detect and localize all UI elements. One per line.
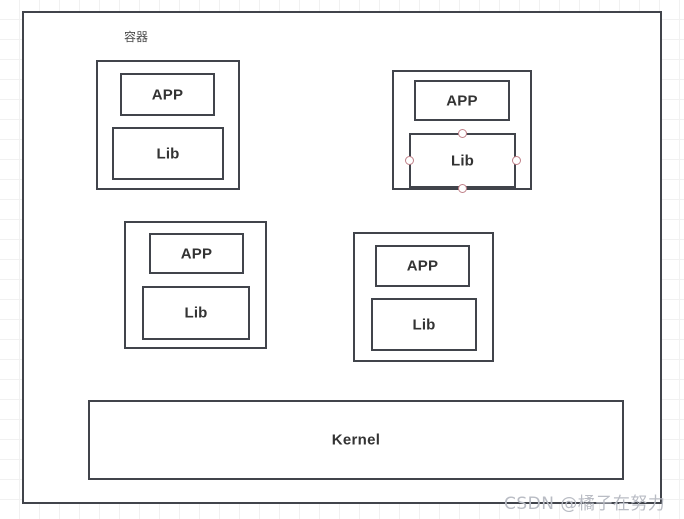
- container-1-app-label: APP: [151, 86, 184, 103]
- container-4-lib-label: Lib: [412, 316, 436, 333]
- kernel-box[interactable]: Kernel: [88, 400, 624, 480]
- container-1-lib-box[interactable]: Lib: [112, 127, 224, 180]
- container-3-app-label: APP: [180, 245, 213, 262]
- container-1-lib-label: Lib: [156, 145, 180, 162]
- container-2-app-box[interactable]: APP: [414, 80, 510, 121]
- selection-handle-top-center[interactable]: [458, 128, 467, 138]
- csdn-watermark: CSDN @橘子在努力: [504, 494, 666, 514]
- container-group-title: 容器: [124, 30, 149, 44]
- container-3-lib-box[interactable]: Lib: [142, 286, 250, 340]
- selection-handle-bottom-center[interactable]: [458, 183, 467, 193]
- container-2-app-label: APP: [446, 92, 478, 109]
- container-1-app-box[interactable]: APP: [120, 73, 215, 116]
- container-3-lib-label: Lib: [184, 304, 208, 322]
- selection-handle-middle-right[interactable]: [511, 156, 521, 165]
- container-2-lib-label: Lib: [450, 152, 475, 169]
- container-4-app-box[interactable]: APP: [375, 245, 470, 287]
- selection-handle-middle-left[interactable]: [404, 156, 414, 165]
- container-3-app-box[interactable]: APP: [149, 233, 244, 274]
- container-4-lib-box[interactable]: Lib: [371, 298, 477, 351]
- container-4-app-label: APP: [406, 257, 439, 275]
- kernel-label: Kernel: [331, 431, 381, 449]
- container-2-lib-box[interactable]: Lib: [409, 133, 516, 188]
